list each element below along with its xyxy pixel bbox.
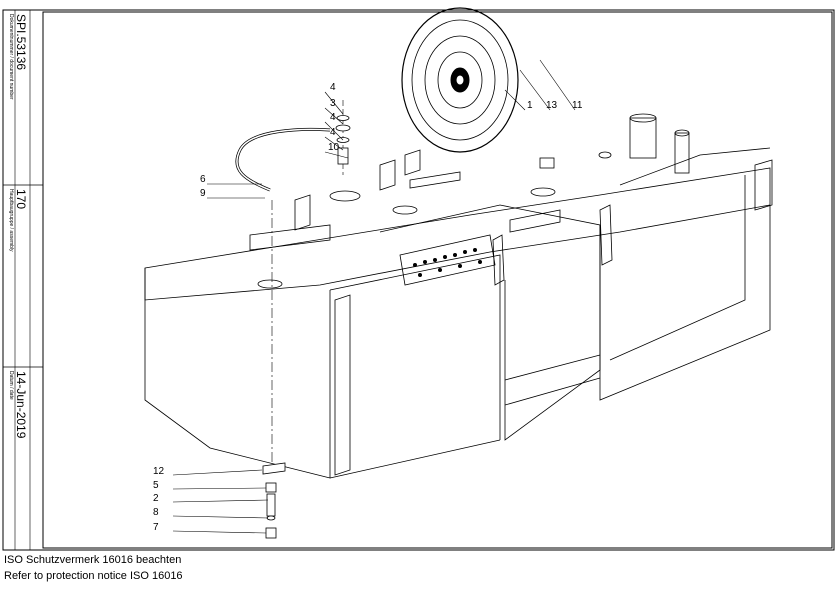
callout: 11 xyxy=(572,100,583,111)
callout: 4 xyxy=(330,82,336,93)
leader-lines xyxy=(172,59,576,534)
callout: 7 xyxy=(153,522,159,533)
callout: 9 xyxy=(200,188,206,199)
callout: 8 xyxy=(153,507,159,518)
protection-notice-de: ISO Schutzvermerk 16016 beachten xyxy=(4,554,182,566)
callout: 12 xyxy=(153,466,165,477)
fitting-parts-top xyxy=(335,115,351,165)
flange-holes xyxy=(413,248,482,277)
callout-labels: 4 3 4 4 10 6 9 1 13 11 12 5 2 8 7 xyxy=(153,82,583,533)
drain-parts xyxy=(262,462,286,539)
callout: 1 xyxy=(527,100,533,111)
callout: 13 xyxy=(546,100,558,111)
protection-notice-en: Refer to protection notice ISO 16016 xyxy=(4,570,183,582)
assembly-number: 170 xyxy=(14,189,28,210)
date-value: 14-Jun-2019 xyxy=(14,371,28,439)
callout: 4 xyxy=(330,127,336,138)
callout: 4 xyxy=(330,112,336,123)
document-number: SPI.53136 xyxy=(14,14,28,71)
callout: 10 xyxy=(328,142,340,153)
outer-frame xyxy=(2,9,835,551)
callout: 6 xyxy=(200,174,206,185)
fan-wheel xyxy=(401,7,519,153)
drawing-frame xyxy=(42,11,833,549)
callout: 3 xyxy=(330,98,336,109)
callout: 5 xyxy=(153,480,159,491)
callout: 2 xyxy=(153,493,159,504)
tank-assembly xyxy=(144,113,773,479)
